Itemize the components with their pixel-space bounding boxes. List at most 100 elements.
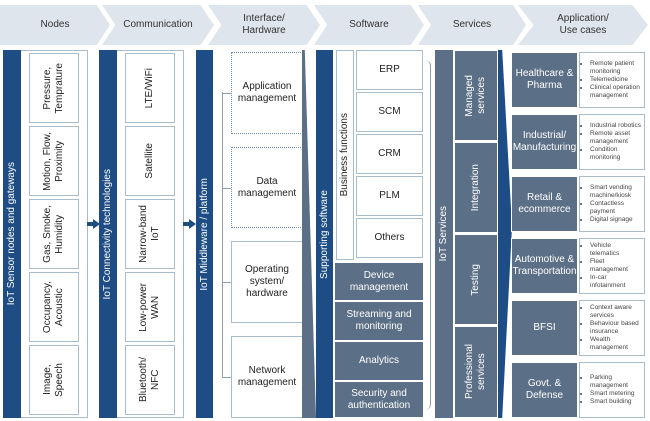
business-functions-group: Business functions xyxy=(336,50,354,260)
application-name-label: Industrial/ Manufacturing xyxy=(512,130,577,153)
interface-item-label: Application management xyxy=(237,81,297,104)
use-case-item: Telemedicine xyxy=(590,76,641,84)
application-uses: Context aware servicesBehaviour based in… xyxy=(579,300,645,356)
use-case-item: Parking management xyxy=(590,374,641,390)
service-item: Managed services xyxy=(454,50,498,141)
use-case-item: Digital signage xyxy=(590,216,641,224)
stage-header-5: Application/ Use cases xyxy=(518,5,648,45)
use-case-item: Smart building xyxy=(590,398,641,406)
communication-item: Bluetooth/ NFC xyxy=(125,345,175,415)
use-case-item: Smart vending machine/kiosk xyxy=(590,184,641,200)
service-item: Testing xyxy=(454,234,498,325)
use-case-list: Smart vending machine/kioskContactless p… xyxy=(590,184,641,224)
service-item-label: Professional services xyxy=(464,344,487,400)
stage-header-0-label: Nodes xyxy=(40,19,70,30)
application-uses: Vehicle telematicsFleet managementIn-car… xyxy=(579,238,645,294)
application-name: BFSI xyxy=(511,300,578,356)
business-function-item-label: SCM xyxy=(378,106,401,117)
application-name-label: BFSI xyxy=(533,322,556,333)
software-title: Supporting software xyxy=(316,50,333,418)
stage-header-2-label: Interface/ Hardware xyxy=(242,13,286,36)
support-software-item-label: Streaming and monitoring xyxy=(346,309,412,332)
use-case-list: Industrial roboticsRemote asset manageme… xyxy=(590,122,641,162)
interface-title: IoT Middleware / platform xyxy=(196,50,213,418)
application-name: Automotive & Transportation xyxy=(511,238,578,294)
stage-header-0: Nodes xyxy=(0,5,110,45)
business-function-item: Others xyxy=(356,218,423,258)
nodes-item: Gas, Smoke, Humidity xyxy=(29,199,79,269)
stage-header-1-label: Communication xyxy=(123,19,193,30)
application-name-label: Govt. & Defense xyxy=(525,378,564,401)
support-software-item: Security and authentication xyxy=(334,381,424,418)
application-uses: Parking managementSmart meteringSmart bu… xyxy=(579,362,645,418)
service-item-label: Managed services xyxy=(464,74,487,117)
bracket-line xyxy=(222,92,223,377)
support-software-item-label: Analytics xyxy=(358,355,399,366)
arrow-shaft xyxy=(183,222,190,226)
bracket-tick xyxy=(222,377,231,378)
communication-item-label: Narrow-band IoT xyxy=(138,205,161,263)
support-software-item-label: Device management xyxy=(349,269,409,293)
application-name: Retail & ecommerce xyxy=(511,176,578,232)
communication-item: LTE/WiFi xyxy=(125,53,175,123)
wedge-shape xyxy=(302,50,316,418)
arrow-shaft xyxy=(87,222,94,226)
wedge-arrow-shape xyxy=(498,50,512,418)
nodes-title: IoT Sensor nodes and gateways xyxy=(3,50,21,418)
use-case-item: Remote asset management xyxy=(590,130,641,146)
nodes-item-label: Motion, Flow, Proximity xyxy=(42,131,65,191)
application-uses: Remote patient monitoringTelemedicineCli… xyxy=(579,52,645,108)
communication-item-label: Satellite xyxy=(144,143,155,179)
use-case-list: Context aware servicesBehaviour based in… xyxy=(590,304,641,352)
support-software-item: Device management xyxy=(334,262,424,301)
nodes-item: Occupancy, Acoustic xyxy=(29,272,79,342)
interface-item: Network management xyxy=(231,336,303,418)
communication-item: Low-power WAN xyxy=(125,272,175,342)
business-function-item: PLM xyxy=(356,176,423,216)
arrow-right-icon xyxy=(189,219,196,229)
nodes-item-label: Image, Speech xyxy=(42,363,65,397)
stage-header-4-label: Services xyxy=(452,19,492,30)
interface-item-label: Network management xyxy=(237,365,297,388)
software-title-label: Supporting software xyxy=(318,189,330,279)
nodes-item: Pressure, Temprature xyxy=(29,53,79,123)
use-case-item: Clinical operation management xyxy=(590,84,641,100)
business-function-item-label: PLM xyxy=(379,190,400,201)
use-case-item: Context aware services xyxy=(590,304,641,320)
stage-header-3: Software xyxy=(314,5,424,45)
interface-item: Data management xyxy=(231,147,303,228)
stage-header-2: Interface/ Hardware xyxy=(208,5,320,45)
communication-item-label: LTE/WiFi xyxy=(144,67,155,109)
stage-header-4: Services xyxy=(418,5,526,45)
nodes-item: Image, Speech xyxy=(29,345,79,415)
interface-item-label: Data management xyxy=(237,175,297,199)
communication-item-label: Low-power WAN xyxy=(138,282,161,332)
services-title-label: IoT Services xyxy=(438,206,449,262)
use-case-item: Vehicle telematics xyxy=(590,242,641,258)
stage-header-1: Communication xyxy=(102,5,214,45)
application-uses: Smart vending machine/kioskContactless p… xyxy=(579,176,645,232)
application-name-label: Healthcare & Pharma xyxy=(515,68,574,91)
business-functions-group-label: Business functions xyxy=(339,113,350,197)
bracket-tick xyxy=(222,187,231,189)
application-uses: Industrial roboticsRemote asset manageme… xyxy=(579,114,645,170)
service-item: Professional services xyxy=(454,326,498,418)
service-item: Integration xyxy=(454,142,498,233)
use-case-item: Remote patient monitoring xyxy=(590,60,641,76)
nodes-title-label: IoT Sensor nodes and gateways xyxy=(6,162,17,306)
arrow-right-icon xyxy=(93,219,100,229)
application-name-label: Retail & ecommerce xyxy=(518,192,571,215)
use-case-item: Condition monitoring xyxy=(590,146,641,162)
business-function-item: SCM xyxy=(356,92,423,132)
interface-title-label: IoT Middleware / platform xyxy=(198,177,210,291)
support-software-item: Analytics xyxy=(334,341,424,381)
nodes-item-label: Occupancy, Acoustic xyxy=(42,280,65,334)
business-function-item-label: CRM xyxy=(378,148,401,159)
use-case-item: In-car infotainment xyxy=(590,274,641,290)
application-name-label: Automotive & Transportation xyxy=(512,254,577,277)
communication-title-label: IoT Connectivity technologies xyxy=(102,168,113,300)
communication-item-label: Bluetooth/ NFC xyxy=(138,357,161,403)
use-case-item: Industrial robotics xyxy=(590,122,641,130)
use-case-item: Wealth management xyxy=(590,336,641,352)
use-case-item: Smart metering xyxy=(590,390,641,398)
